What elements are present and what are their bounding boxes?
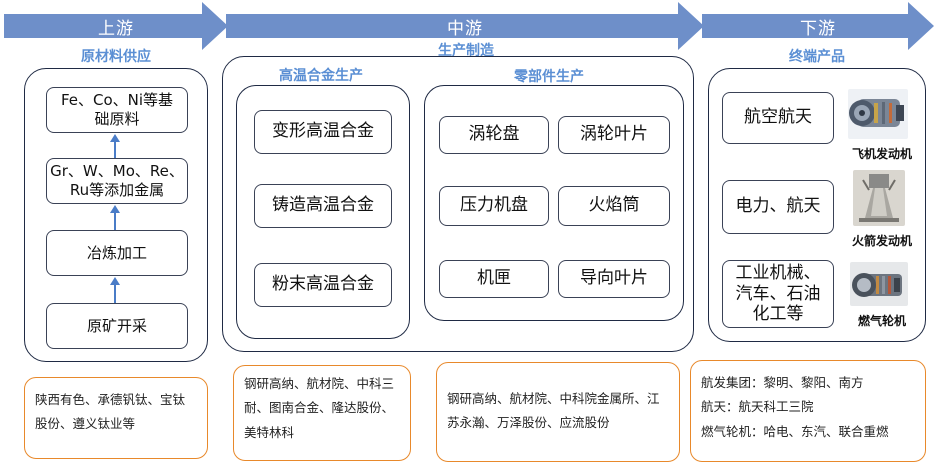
upstream-title: 原材料供应 [81,49,151,65]
downstream-company-line-2: 航天：航天科工三院 [701,399,814,415]
parts-title: 零部件生产 [514,69,584,85]
parts-companies-text: 钢研高纳、航材院、中科院金属所、江苏永瀚、万泽股份、应流股份 [447,391,660,431]
guide-vane-box: 导向叶片 [558,260,670,298]
compressor-disk-box: 压力机盘 [439,186,549,226]
downstream-arrow-shape [702,2,934,50]
wrought-alloy-box: 变形高温合金 [254,110,392,154]
powder-alloy-box: 粉末高温合金 [254,263,392,307]
downstream-label: 下游 [800,19,836,39]
upstream-arrow: 上游 [4,2,228,50]
alloy-companies-note: 钢研高纳、航材院、中科三耐、图南合金、隆达股份、美特林科 [233,365,411,461]
rocket-engine-image [853,170,905,226]
industrial-box: 工业机械、汽车、石油化工等 [722,260,834,328]
flame-tube-box: 火焰筒 [558,186,670,226]
mining-box: 原矿开采 [46,303,188,349]
up-arrow-2-icon [110,205,120,230]
downstream-companies-note: 航发集团：黎明、黎阳、南方 航天：航天科工三院 燃气轮机：哈电、东汽、联合重燃 [690,360,926,462]
turbine-blade-box: 涡轮叶片 [558,116,670,154]
gas-turbine-icon [850,262,908,306]
rocket-engine-icon [853,170,905,226]
midstream-label: 中游 [447,19,483,39]
up-arrow-2 [110,205,120,230]
smelting-box: 冶炼加工 [46,230,188,276]
up-arrow-1 [110,134,120,158]
downstream-arrow: 下游 [702,2,934,50]
raw-material-box: Fe、Co、Ni等基础原料 [46,87,188,133]
alloy-title: 高温合金生产 [279,68,363,84]
turbine-disk-box: 涡轮盘 [439,116,549,154]
downstream-company-line-1: 航发集团：黎明、黎阳、南方 [701,375,864,390]
rocket-engine-label: 火箭发动机 [851,234,912,248]
cast-alloy-box: 铸造高温合金 [254,184,392,228]
up-arrow-3 [110,277,120,303]
downstream-title: 终端产品 [789,49,845,65]
alloy-companies-text: 钢研高纳、航材院、中科三耐、图南合金、隆达股份、美特林科 [244,376,395,440]
gas-turbine-image [850,262,908,306]
midstream-title: 生产制造 [438,43,494,59]
power-space-box: 电力、航天 [722,180,834,234]
upstream-companies-note: 陕西有色、承德钒钛、宝钛股份、遵义钛业等 [24,377,208,459]
up-arrow-3-icon [110,277,120,303]
upstream-companies-text: 陕西有色、承德钒钛、宝钛股份、遵义钛业等 [35,392,186,432]
upstream-arrow-shape [4,2,228,50]
aircraft-engine-label: 飞机发动机 [851,147,912,161]
additive-metal-box: Gr、W、Mo、Re、Ru等添加金属 [46,158,188,204]
aerospace-box: 航空航天 [722,92,834,144]
casing-box: 机匣 [439,260,549,298]
midstream-arrow: 中游 [226,2,704,50]
gas-turbine-label: 燃气轮机 [857,314,906,328]
up-arrow-1-icon [110,134,120,158]
aircraft-engine-image [848,89,908,139]
midstream-arrow-shape [226,2,704,50]
aircraft-engine-icon [848,89,908,139]
downstream-company-line-3: 燃气轮机：哈电、东汽、联合重燃 [701,423,889,439]
parts-companies-note: 钢研高纳、航材院、中科院金属所、江苏永瀚、万泽股份、应流股份 [436,362,680,462]
upstream-label: 上游 [98,19,134,39]
